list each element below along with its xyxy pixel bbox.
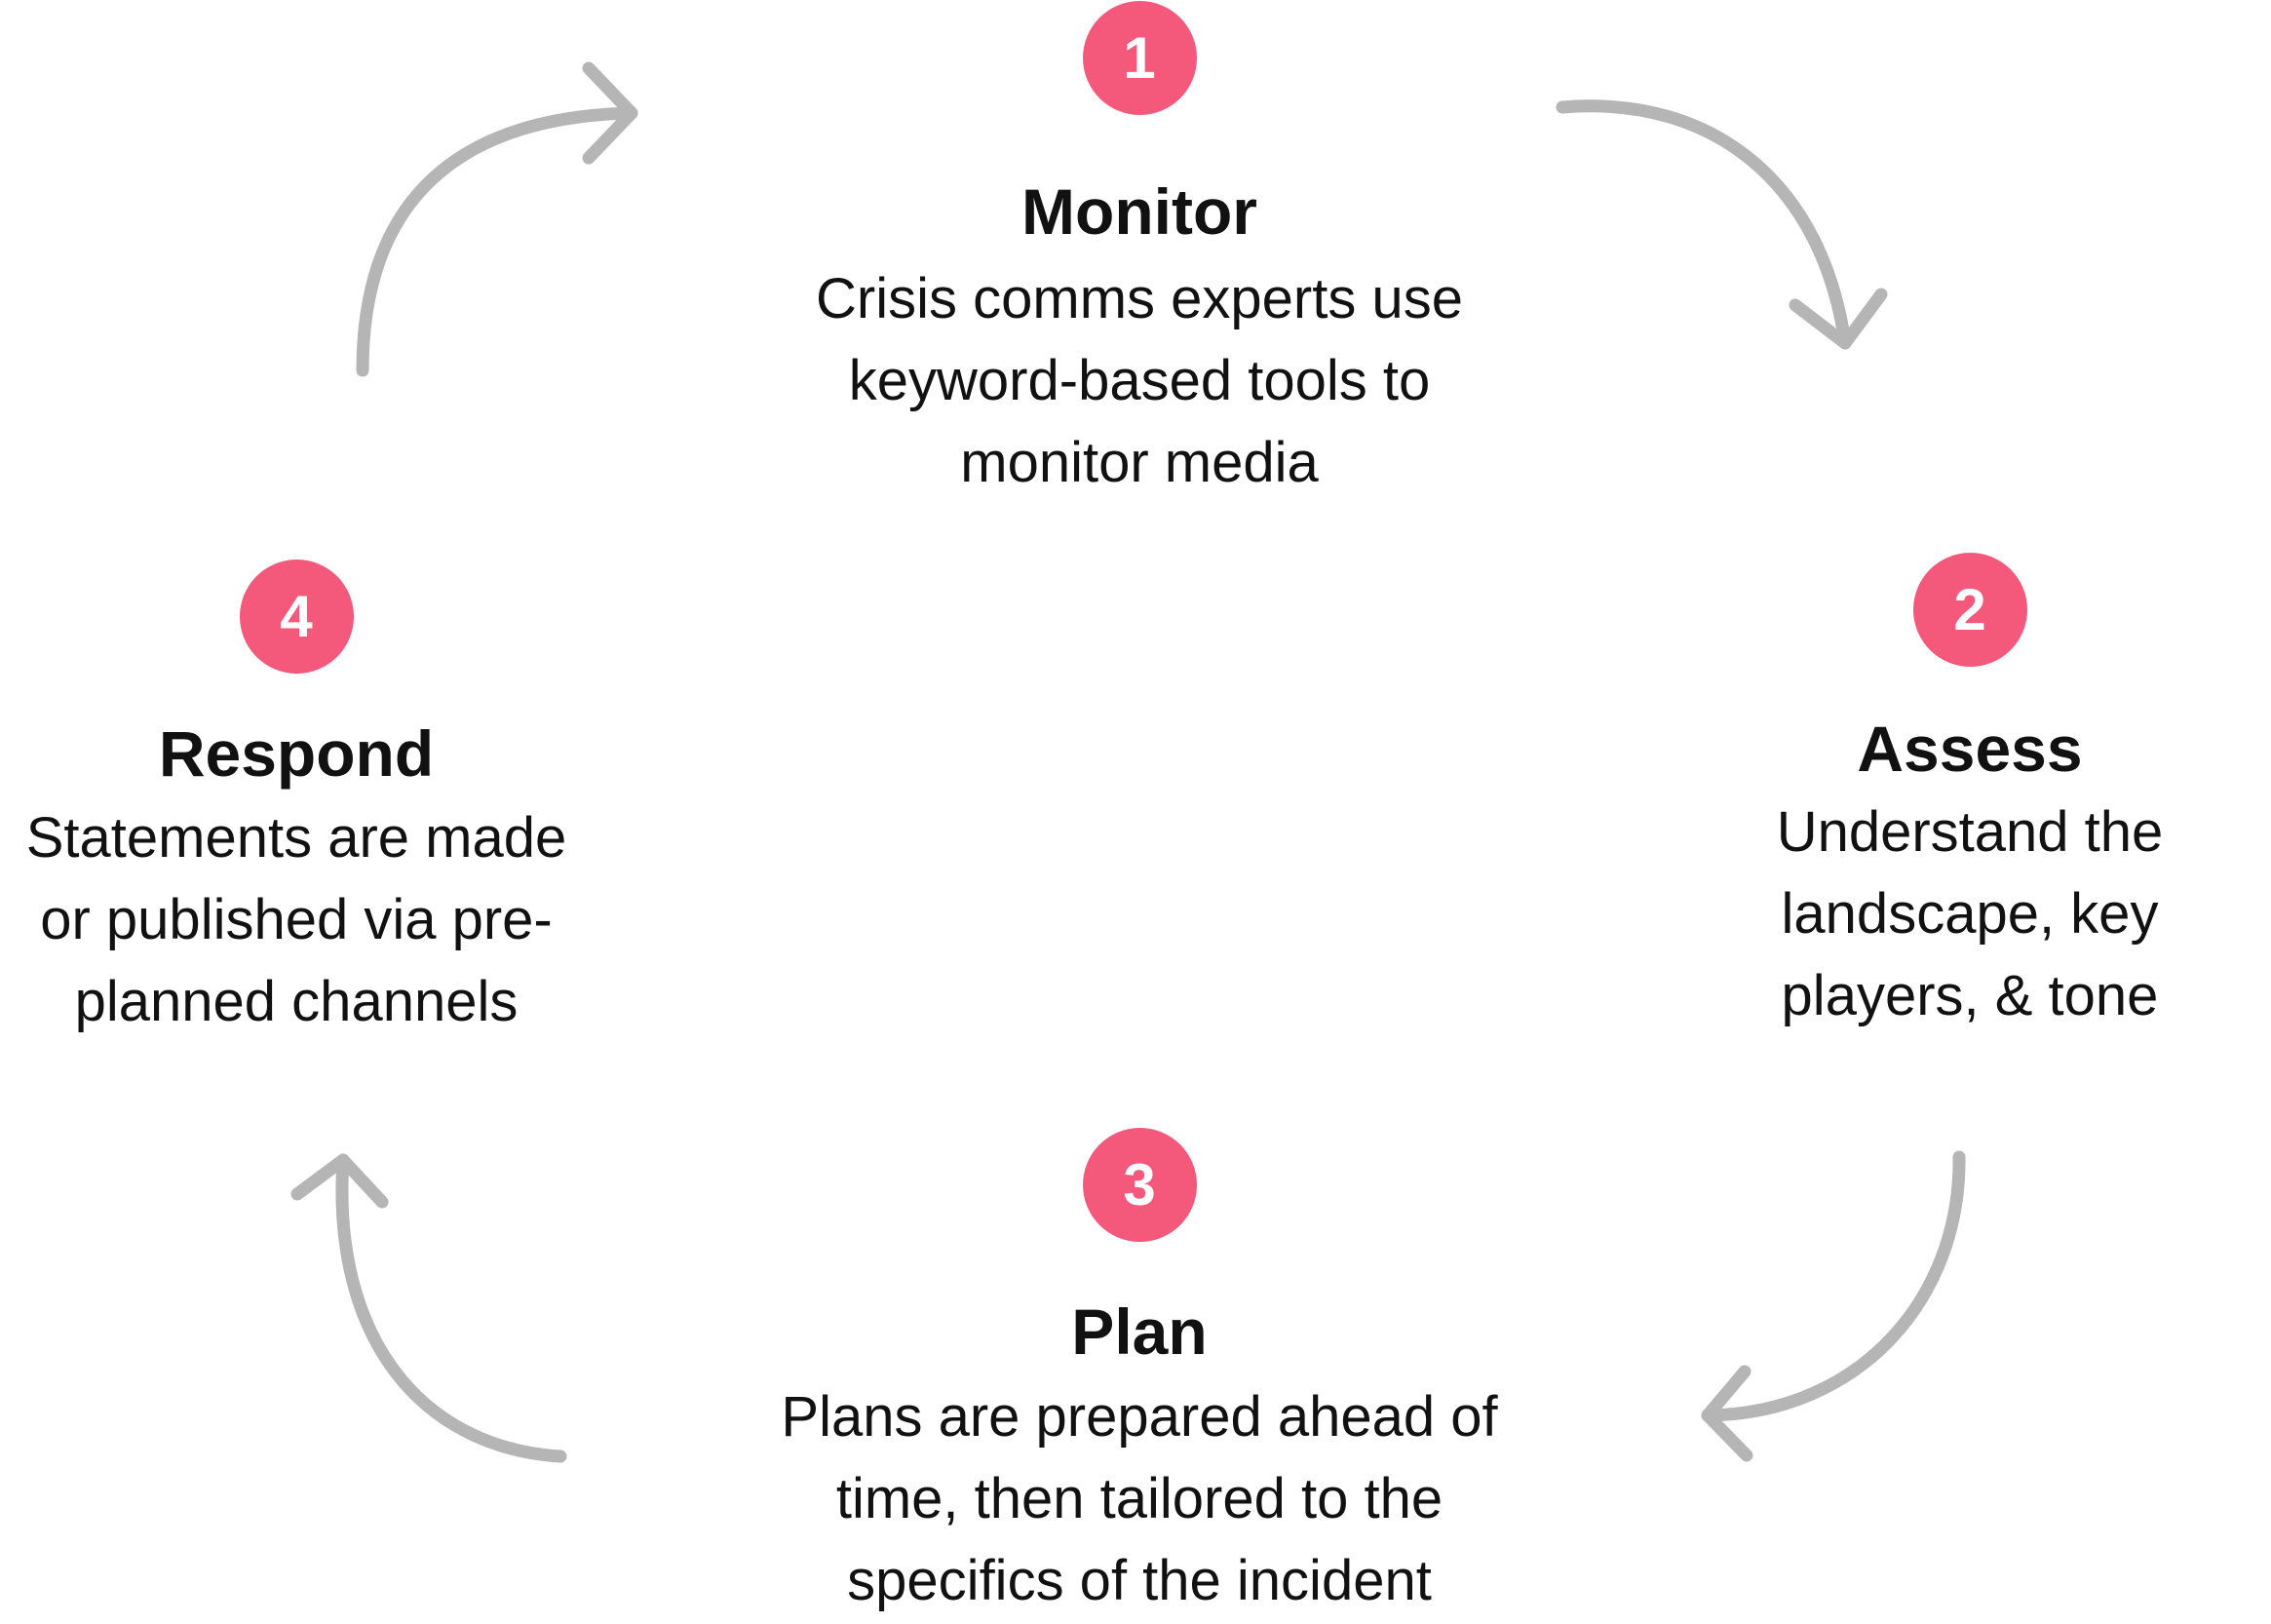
curved-arrow-icon [290,1153,567,1463]
step-number-badge: 4 [239,560,354,674]
curved-arrow-icon [356,61,638,377]
description-line: time, then tailored to the [835,1467,1443,1530]
description-line: Plans are prepared ahead of [781,1385,1498,1449]
curved-arrow-icon [1701,1150,1966,1462]
step-title: Monitor [1021,175,1257,248]
step-number-badge: 1 [1082,1,1197,115]
step-assess: 2 Assess Understand the landscape, key p… [1697,0,2243,1037]
step-respond: 4 Respond Statements are made or publish… [0,0,593,1043]
step-monitor: 1 Monitor Crisis comms experts use keywo… [750,0,1529,504]
description-line: Understand the [1776,800,2164,864]
description-line: Crisis comms experts use [816,267,1463,330]
step-description: Crisis comms experts use keyword-based t… [750,258,1529,504]
step-number-badge: 2 [1912,553,2027,667]
description-line: keyword-based tools to [848,349,1431,412]
step-description: Plans are prepared ahead of time, then t… [701,1376,1578,1622]
step-description: Statements are made or published via pre… [0,797,593,1043]
step-description: Understand the landscape, key players, &… [1697,792,2243,1037]
step-title: Assess [1857,713,2083,785]
description-line: planned channels [74,970,519,1033]
description-line: Statements are made [25,806,567,870]
description-line: monitor media [960,431,1319,494]
step-number-badge: 3 [1082,1128,1197,1242]
curved-arrow-icon [1556,99,1888,350]
step-title: Respond [158,717,435,790]
step-title: Plan [1071,1295,1208,1368]
description-line: or published via pre- [40,888,553,951]
description-line: players, & tone [1781,964,2159,1027]
description-line: landscape, key [1781,882,2159,946]
step-plan: 3 Plan Plans are prepared ahead of time,… [701,0,1578,1622]
description-line: specifics of the incident [847,1549,1432,1612]
